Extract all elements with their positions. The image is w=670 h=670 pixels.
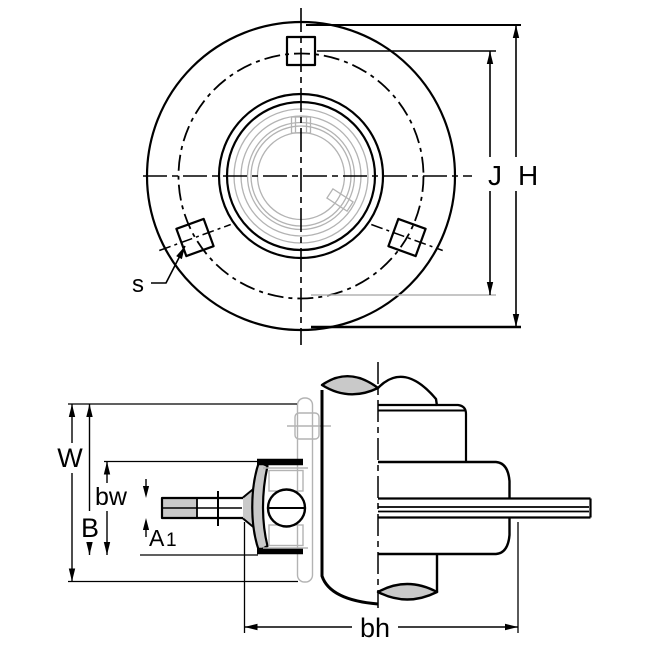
dim-B-arrow-up-icon: [86, 404, 93, 417]
wall-break-top-left-cap: [320, 375, 380, 396]
bolt-hole-left: [159, 217, 231, 258]
dim-H-arrow-down-icon: [512, 314, 520, 327]
dim-bh-label: bh: [360, 613, 390, 643]
wall-break-bottom-right-cap: [376, 582, 439, 601]
screw-label: s: [132, 271, 144, 298]
bolt-hole-left-axis: [159, 223, 231, 252]
dim-bh-arrow-left-icon: [244, 623, 258, 631]
insert-end-bottom: [378, 517, 511, 556]
wall-break-top-right-arc: [377, 375, 439, 407]
dim-J-label: J: [488, 160, 502, 191]
wall-left-edge: [320, 390, 379, 606]
dim-W-arrow-up-icon: [68, 404, 76, 417]
dim-bh-arrow-right-icon: [505, 623, 518, 631]
setscrew-side-rect: [326, 187, 354, 213]
side-view: W B bw A 1 bh: [57, 362, 592, 643]
dim-J-arrow-up-icon: [486, 51, 494, 64]
screw-leader-arrow-icon: [176, 246, 185, 260]
dim-H-label: H: [518, 160, 538, 191]
dim-bw-arrow-down-icon: [103, 542, 111, 555]
bolt-hole-right: [371, 217, 443, 258]
insert-sleeve-outline: [378, 403, 468, 461]
dim-A1-arrow-down-icon: [142, 486, 150, 498]
dim-W-arrow-down-icon: [68, 568, 76, 582]
insert-end-top: [378, 460, 511, 499]
dim-B-label: B: [81, 513, 99, 543]
dim-A1-label: A: [149, 525, 165, 551]
dim-A1-sub-label: 1: [166, 530, 177, 551]
dim-bw-arrow-up-icon: [103, 461, 111, 475]
dim-J-arrow-down-icon: [486, 282, 494, 295]
front-view: s J H: [132, 8, 538, 345]
screw-leader-line: [151, 245, 186, 284]
dim-bw-label: bw: [95, 483, 128, 511]
bolt-hole-right-axis: [371, 223, 443, 252]
dim-B-arrow-down-icon: [86, 542, 93, 555]
setscrew-side-detail: [326, 187, 354, 213]
dim-H-arrow-up-icon: [512, 25, 520, 38]
flange-plate-hidden-outline: [296, 397, 314, 583]
dim-W-label: W: [57, 443, 83, 473]
dim-A1-arrow-up-icon: [142, 518, 150, 530]
pressed-flange-section: [251, 460, 269, 553]
